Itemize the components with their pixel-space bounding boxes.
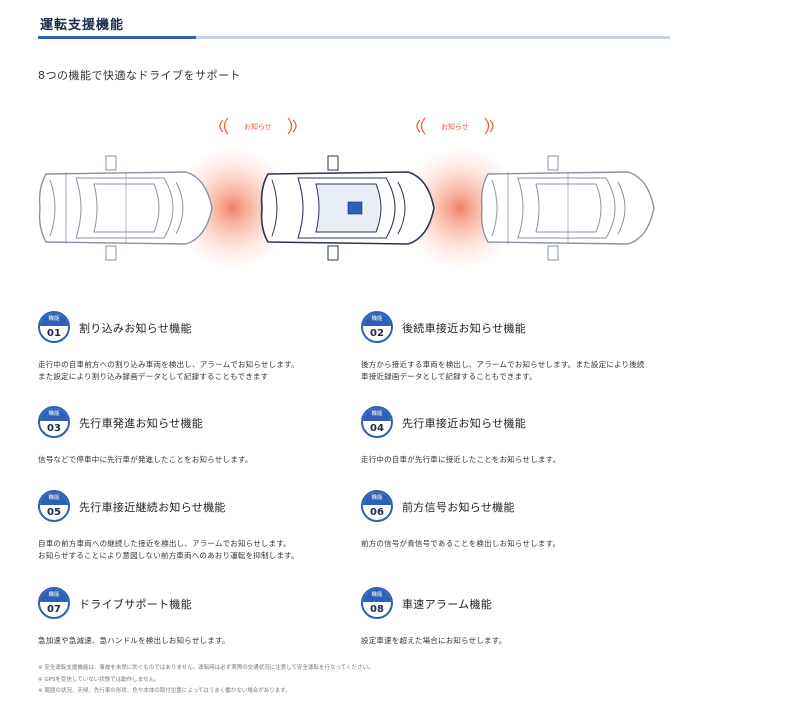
feature-badge: 機能 04: [361, 406, 393, 438]
footnote: ※ 安全運転支援機能は、事故を未然に防ぐものではありません。運転時は必ず実際の交…: [38, 665, 374, 671]
feature-02: 機能 02 後続車接近お知らせ機能 後方から接近する車両を検出し、アラームでお知…: [361, 311, 681, 381]
front-car: [480, 155, 655, 261]
title-underline: [38, 36, 670, 39]
feature-name: 後続車接近お知らせ機能: [402, 322, 527, 335]
feature-badge: 機能 01: [38, 311, 70, 343]
feature-number: 03: [47, 423, 61, 434]
feature-description: 設定車速を超えた場合にお知らせします。: [361, 636, 507, 645]
feature-name: 先行車接近お知らせ機能: [402, 417, 527, 430]
car-scene-illustration: お知らせ お知らせ: [30, 108, 690, 278]
feature-name: 前方信号お知らせ機能: [402, 501, 515, 514]
feature-description: 前方の信号が青信号であることを検出しお知らせします。: [361, 539, 561, 548]
alert-label-rear: お知らせ: [244, 122, 272, 131]
feature-badge: 機能 05: [38, 490, 70, 522]
footnote: ※ 周囲の状況、天候、先行車の形状、色や本体の取付位置によってはうまく働かない場…: [38, 688, 291, 694]
feature-number: 06: [370, 507, 384, 518]
feature-04: 機能 04 先行車接近お知らせ機能 走行中の自車が先行車に接近したことをお知らせ…: [361, 406, 681, 464]
feature-03: 機能 03 先行車発進お知らせ機能 信号などで停車中に先行車が発進したことをお知…: [38, 406, 358, 464]
feature-number: 04: [370, 423, 384, 434]
feature-08: 機能 08 車速アラーム機能 設定車速を超えた場合にお知らせします。: [361, 587, 681, 645]
rear-alert-zone: [175, 150, 291, 266]
rear-alert-indicator: お知らせ: [219, 117, 297, 135]
feature-number: 07: [47, 604, 61, 615]
feature-name: 先行車発進お知らせ機能: [79, 417, 204, 430]
feature-number: 08: [370, 604, 384, 615]
feature-description: 信号などで停車中に先行車が発進したことをお知らせします。: [38, 455, 253, 464]
feature-description: 自車の前方車両への継続した接近を検出し、アラームでお知らせします。 お知らせする…: [38, 539, 299, 560]
feature-05: 機能 05 先行車接近継続お知らせ機能 自車の前方車両への継続した接近を検出し、…: [38, 490, 358, 560]
feature-description: 走行中の自車前方への割り込み車両を検出し、アラームでお知らせします。 また設定に…: [38, 360, 299, 381]
feature-badge: 機能 03: [38, 406, 70, 438]
alert-label-front: お知らせ: [441, 122, 469, 131]
page-title: 運転支援機能: [40, 18, 125, 33]
feature-badge: 機能 08: [361, 587, 393, 619]
feature-name: 割り込みお知らせ機能: [79, 322, 192, 335]
front-alert-indicator: お知らせ: [416, 117, 494, 135]
feature-description: 後方から接近する車両を検出し、アラームでお知らせします。また設定により後続 車接…: [361, 360, 645, 381]
feature-name: ドライブサポート機能: [79, 598, 192, 611]
feature-description: 走行中の自車が先行車に接近したことをお知らせします。: [361, 455, 561, 464]
feature-badge: 機能 07: [38, 587, 70, 619]
feature-number: 02: [370, 328, 384, 339]
own-car: [260, 155, 435, 261]
feature-number: 01: [47, 328, 61, 339]
feature-description: 急加速や急減速、急ハンドルを検出しお知らせします。: [38, 636, 230, 645]
feature-name: 先行車接近継続お知らせ機能: [79, 501, 226, 514]
rear-car: [38, 155, 213, 261]
feature-badge: 機能 02: [361, 311, 393, 343]
feature-number: 05: [47, 507, 61, 518]
feature-name: 車速アラーム機能: [402, 598, 493, 611]
footnote: ※ GPSを受信していない状態では動作しません。: [38, 676, 160, 683]
page-subtitle: 8つの機能で快適なドライブをサポート: [38, 69, 241, 82]
feature-01: 機能 01 割り込みお知らせ機能 走行中の自車前方への割り込み車両を検出し、アラ…: [38, 311, 358, 381]
footnotes: ※ 安全運転支援機能は、事故を未然に防ぐものではありません。運転時は必ず実際の交…: [38, 663, 374, 698]
feature-06: 機能 06 前方信号お知らせ機能 前方の信号が青信号であることを検出しお知らせし…: [361, 490, 681, 548]
feature-badge: 機能 06: [361, 490, 393, 522]
feature-07: 機能 07 ドライブサポート機能 急加速や急減速、急ハンドルを検出しお知らせしま…: [38, 587, 358, 645]
